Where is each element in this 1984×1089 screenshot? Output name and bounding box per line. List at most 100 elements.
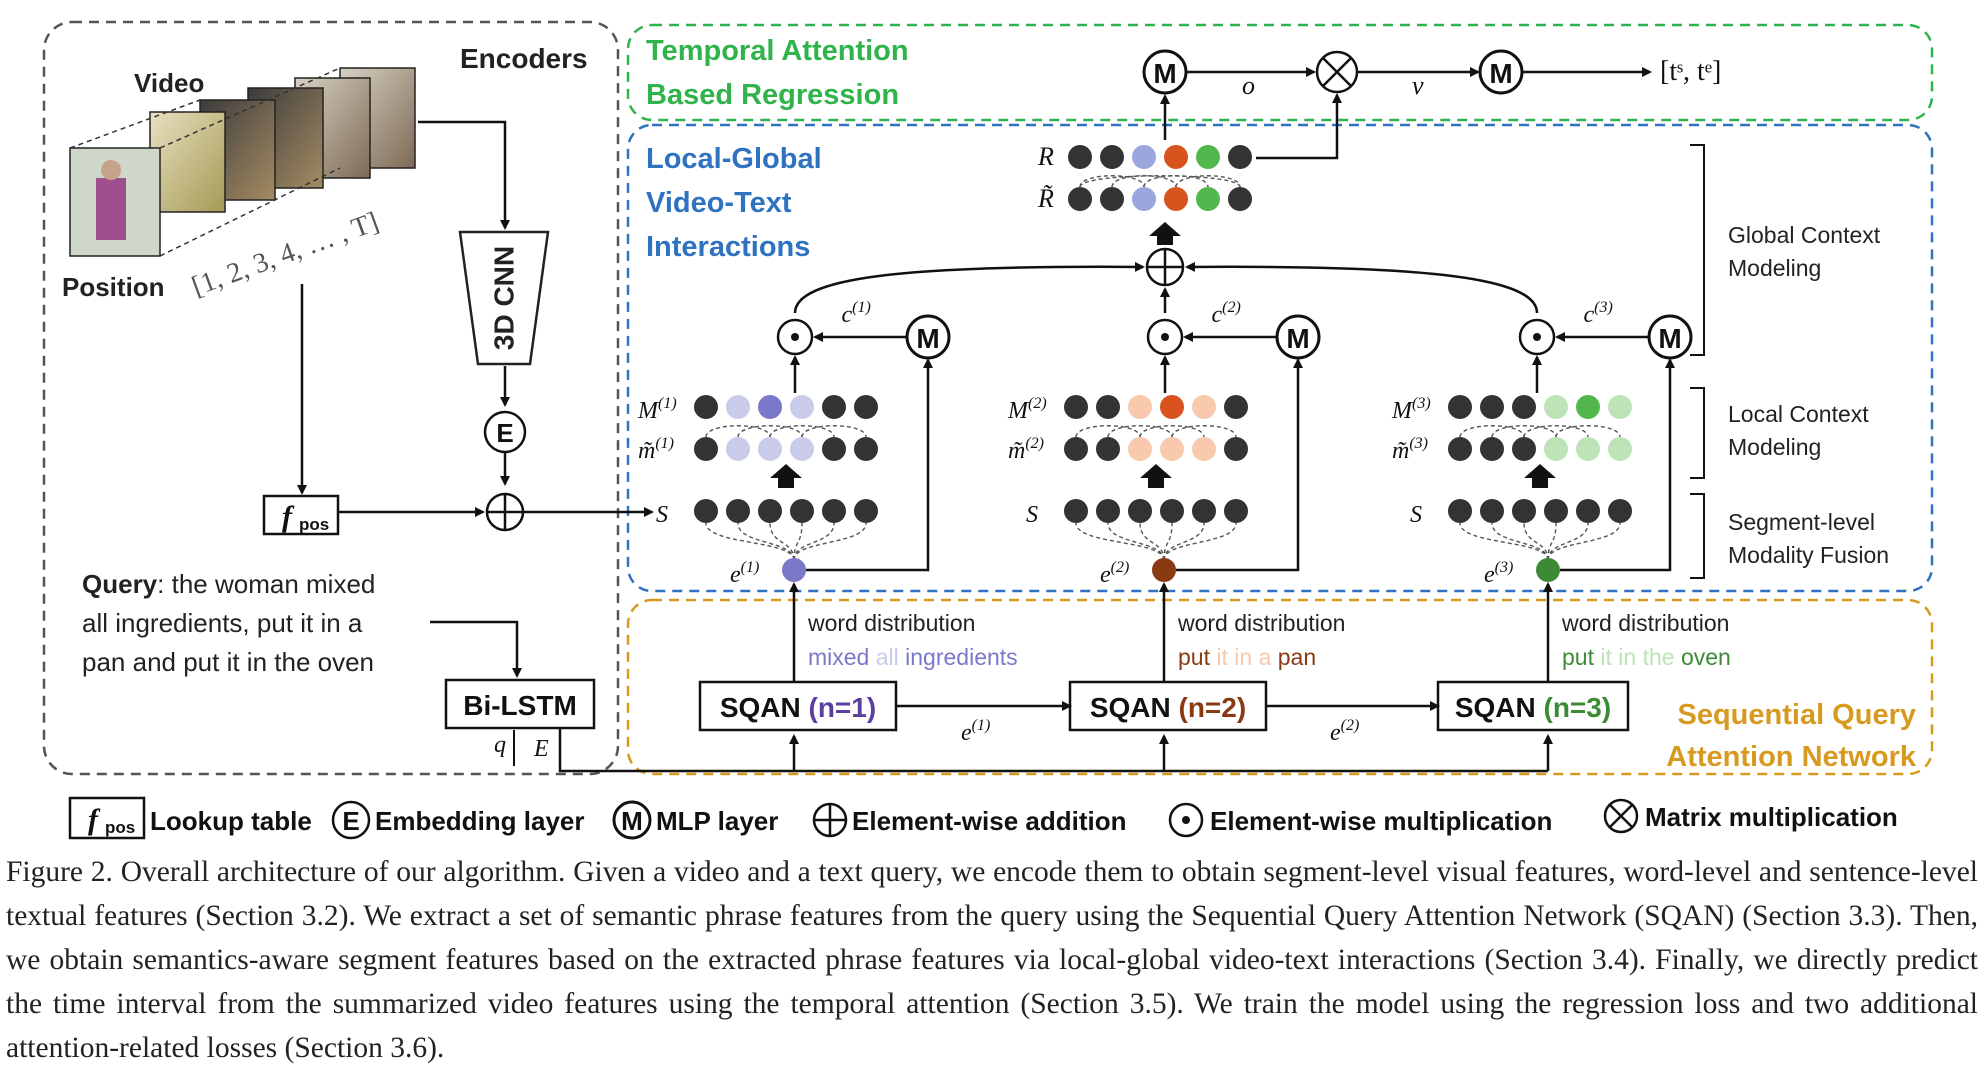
M-node — [1064, 395, 1088, 419]
m-tilde-node — [1576, 437, 1600, 461]
segment-fusion-line2: Modality Fusion — [1728, 542, 1889, 568]
S-node — [790, 499, 814, 523]
fusion-line — [1523, 522, 1549, 561]
local-arc — [801, 425, 867, 438]
bilstm-q: q — [494, 732, 506, 758]
word-distribution-label: word distribution — [807, 610, 975, 636]
local-arc — [1139, 425, 1205, 438]
fusion-line — [1163, 522, 1205, 561]
sqan-label: SQAN (n=1) — [720, 692, 876, 723]
fusion-line — [793, 522, 867, 561]
bilstm-E: E — [533, 736, 549, 762]
fusion-line — [793, 522, 803, 561]
branch1-to-add-curve — [793, 261, 1145, 314]
local-arc — [1459, 425, 1525, 438]
legend-multiplication-icon — [1168, 802, 1204, 838]
fusion-line — [705, 522, 795, 561]
R-tilde-node — [1196, 187, 1220, 211]
matrix-mult-node — [1315, 50, 1359, 94]
fpos-lookup-table — [262, 494, 340, 536]
fusion-line — [1163, 522, 1173, 561]
R-tilde-arc — [1079, 175, 1241, 188]
fusion-line — [1163, 522, 1237, 561]
word-distribution-words: put it in a pan — [1178, 644, 1316, 670]
R-node — [1228, 145, 1252, 169]
local-arc — [769, 425, 835, 438]
sqan-link-e-label: e(1) — [961, 717, 990, 746]
e-node — [1536, 558, 1560, 582]
fusion-line — [1491, 522, 1549, 561]
R-to-matrix-arrow — [1256, 93, 1342, 160]
global-block-arrow — [1149, 222, 1181, 245]
R-tilde-node — [1132, 187, 1156, 211]
R-tilde-node — [1228, 187, 1252, 211]
branch-mlp-symbol: M — [1658, 323, 1681, 354]
global-add-node — [1145, 247, 1185, 287]
M-node — [822, 395, 846, 419]
legend-addition-label: Element-wise addition — [852, 806, 1127, 836]
local-arc — [1555, 425, 1621, 438]
S-node — [1608, 499, 1632, 523]
R-tilde-node — [1100, 187, 1124, 211]
M-node — [1224, 395, 1248, 419]
query-to-bilstm-arrow — [430, 620, 522, 678]
M-node — [1096, 395, 1120, 419]
e-node — [782, 558, 806, 582]
fusion-line — [1547, 522, 1557, 561]
local-global-title-line3: Interactions — [646, 231, 810, 263]
legend-fpos-box — [68, 796, 146, 840]
S-node — [1096, 499, 1120, 523]
sqan-link-e-label: e(2) — [1330, 717, 1359, 746]
M-node — [1480, 395, 1504, 419]
temporal-mlp-1-symbol: M — [1153, 58, 1176, 89]
sqan-block — [1436, 680, 1630, 732]
local-context-line1: Local Context — [1728, 401, 1869, 427]
position-sequence: [1, 2, 3, 4, … , T] — [188, 206, 383, 302]
S-node — [822, 499, 846, 523]
m-tilde-node — [1448, 437, 1472, 461]
local-context-bracket — [1690, 387, 1705, 479]
e-label: e(2) — [1100, 559, 1129, 588]
branch-M-label: M(2) — [1007, 395, 1047, 424]
M-node — [1608, 395, 1632, 419]
legend-embedding-icon — [331, 800, 371, 840]
query-text-line3: pan and put it in the oven — [82, 647, 374, 677]
video-label: Video — [134, 68, 204, 98]
M-node — [726, 395, 750, 419]
bilstm-block — [444, 678, 596, 730]
bilstm-label: Bi-LSTM — [463, 690, 577, 721]
local-arc — [1171, 425, 1237, 438]
S-node — [1512, 499, 1536, 523]
R-node-row — [1068, 145, 1252, 169]
fusion-line — [1547, 522, 1589, 561]
temporal-mlp-2-symbol: M — [1489, 58, 1512, 89]
M-node — [1576, 395, 1600, 419]
legend-multiplication-label: Element-wise multiplication — [1210, 806, 1552, 836]
m-tilde-node — [726, 437, 750, 461]
m-tilde-node — [1224, 437, 1248, 461]
m-tilde-node — [1512, 437, 1536, 461]
fusion-line — [1075, 522, 1165, 561]
R-tilde-arc — [1079, 175, 1145, 188]
legend-lookup-label: Lookup table — [150, 806, 312, 836]
R-node — [1068, 145, 1092, 169]
m-tilde-node — [694, 437, 718, 461]
branch-S-label: S — [656, 502, 668, 528]
S-node — [726, 499, 750, 523]
R-node — [1132, 145, 1156, 169]
branch-M-label: M(1) — [637, 395, 677, 424]
local-arc — [1523, 425, 1589, 438]
temporal-regression-box — [626, 23, 1934, 122]
R-tilde-dependency-arcs — [1079, 175, 1241, 188]
S-node — [1544, 499, 1568, 523]
local-context-line2: Modeling — [1728, 434, 1821, 460]
branch-mlp-symbol: M — [916, 323, 939, 354]
fpos-f: f — [282, 500, 295, 533]
sqan-block — [1068, 680, 1268, 732]
S-node — [854, 499, 878, 523]
legend-matrix-icon — [1603, 798, 1639, 834]
e-to-mlp-arrow — [1560, 358, 1675, 572]
